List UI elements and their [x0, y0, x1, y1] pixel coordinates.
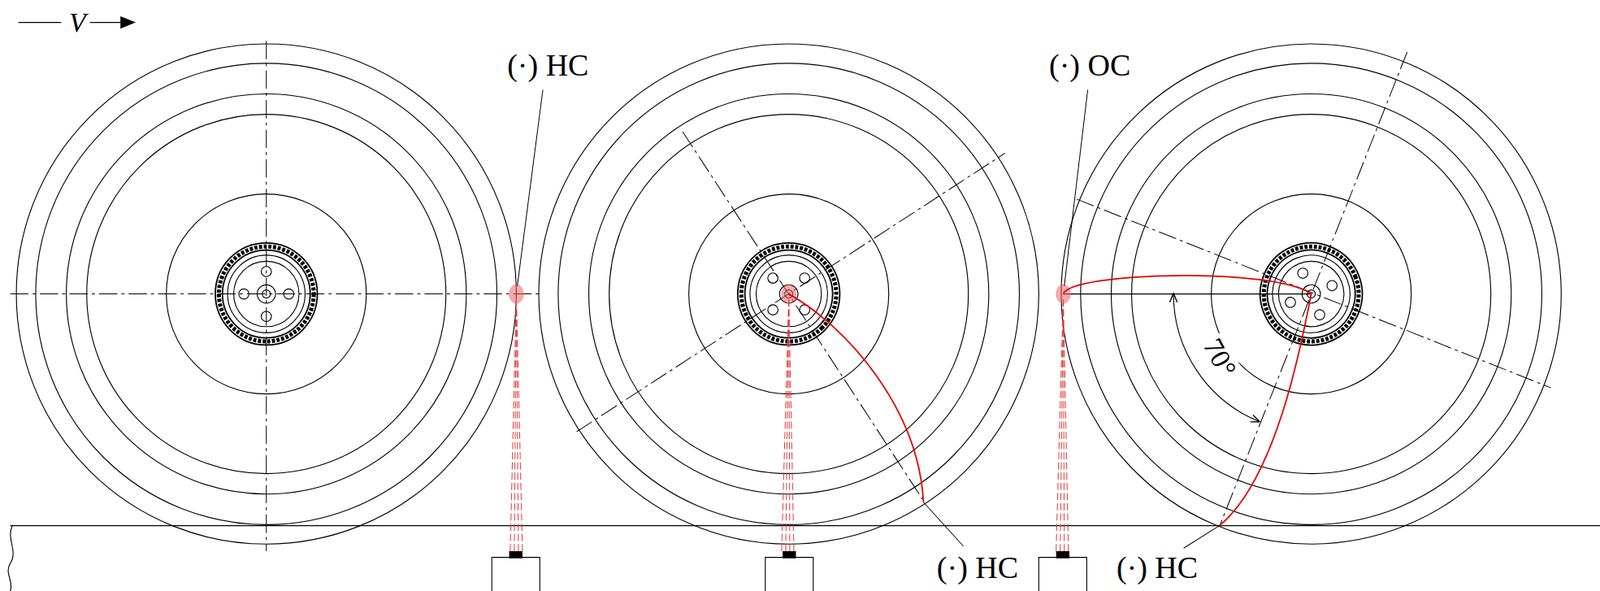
- drawing-line: [781, 295, 790, 551]
- drawing-line: [265, 40, 267, 551]
- drawing-path: [8, 525, 14, 591]
- sensor: [491, 550, 540, 591]
- sensor-beam: [510, 295, 1069, 551]
- drawing-line: [1060, 295, 1064, 551]
- drawing-line: [517, 89, 543, 286]
- drawing-polygon: [120, 16, 136, 29]
- drawing-line: [1076, 199, 1552, 388]
- ground-line: [8, 525, 1600, 591]
- drawing-line: [18, 21, 62, 23]
- sensor-label: (·) HC: [504, 48, 591, 82]
- drawing-ellipse: [509, 284, 525, 304]
- drawing-line: [923, 502, 963, 547]
- drawing-line: [1056, 295, 1064, 551]
- drawing-line: [785, 295, 790, 551]
- drawing-line: [514, 295, 517, 551]
- drawing-line: [1219, 52, 1408, 527]
- drawing-path: [1219, 294, 1312, 526]
- angle-label: 70°: [1196, 330, 1243, 383]
- drawing-line: [576, 152, 1005, 432]
- drawing-line: [682, 131, 923, 499]
- center-lines: [10, 40, 1552, 551]
- velocity-label: V: [66, 8, 89, 38]
- drawing-line: [90, 21, 126, 23]
- reference-line: [1062, 293, 1311, 295]
- drawing-line: [10, 293, 542, 295]
- drawing-path: [789, 294, 924, 503]
- sensor-label: (·) OC: [1046, 48, 1133, 82]
- sensor-label: (·) HC: [934, 550, 1021, 584]
- drawing-line: [1183, 525, 1220, 549]
- sensor: [765, 550, 814, 591]
- angle-arc: [1173, 294, 1259, 422]
- wheel: [435, 0, 1143, 591]
- drawing-line: [1062, 295, 1068, 551]
- sensor: [1038, 550, 1087, 591]
- drawing-line: [510, 295, 517, 551]
- leader-line: [517, 89, 1220, 548]
- wheel: [985, 0, 1600, 591]
- drawing-path: [1062, 275, 1311, 295]
- drawing-line: [515, 295, 523, 551]
- red-leader: [789, 275, 1312, 526]
- drawing-line: [10, 524, 1600, 526]
- sensor-label: (·) HC: [1114, 550, 1201, 584]
- drawing-line: [1064, 89, 1089, 286]
- drawing-line: [789, 295, 794, 551]
